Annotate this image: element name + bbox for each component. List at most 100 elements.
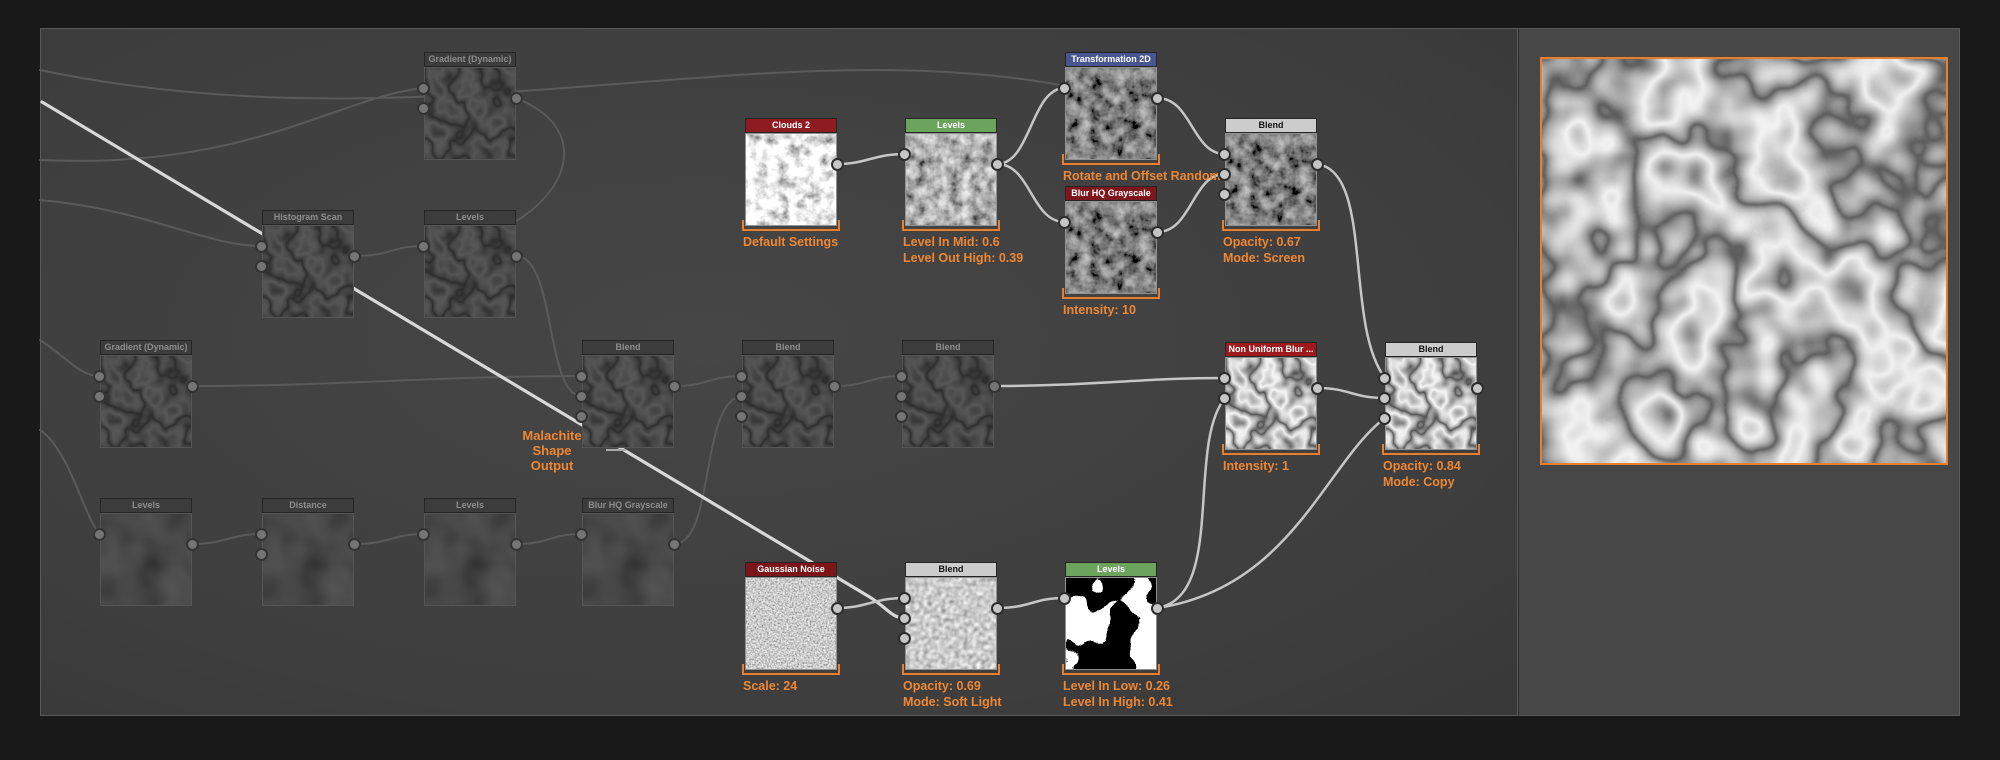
wire[interactable] <box>353 245 425 257</box>
input-port[interactable] <box>575 370 588 383</box>
input-port[interactable] <box>255 260 268 273</box>
wire[interactable] <box>835 596 907 610</box>
node-non-uniform-blur[interactable]: Non Uniform Blur ... Intensity: 1 <box>1218 342 1324 473</box>
output-port[interactable] <box>668 538 681 551</box>
wire[interactable] <box>515 255 583 397</box>
input-port[interactable] <box>735 370 748 383</box>
output-port[interactable] <box>1311 158 1324 171</box>
input-port[interactable] <box>417 240 430 253</box>
input-port[interactable] <box>1058 592 1071 605</box>
input-port[interactable] <box>575 528 588 541</box>
wire[interactable] <box>1155 396 1227 610</box>
input-port[interactable] <box>1218 148 1231 161</box>
wire[interactable] <box>995 162 1067 224</box>
output-port[interactable] <box>988 380 1001 393</box>
wire[interactable] <box>39 69 1061 100</box>
input-port[interactable] <box>1218 392 1231 405</box>
output-port[interactable] <box>828 380 841 393</box>
output-port[interactable] <box>1151 602 1164 615</box>
wire[interactable] <box>515 533 583 545</box>
wire[interactable] <box>673 395 743 545</box>
input-port[interactable] <box>898 592 911 605</box>
input-port[interactable] <box>93 390 106 403</box>
input-port[interactable] <box>93 528 106 541</box>
input-port[interactable] <box>895 370 908 383</box>
output-port[interactable] <box>668 380 681 393</box>
wire[interactable] <box>1315 386 1387 400</box>
wire[interactable] <box>992 376 1227 388</box>
wire[interactable] <box>673 375 743 387</box>
wire[interactable] <box>1155 172 1227 234</box>
input-port[interactable] <box>1378 372 1391 385</box>
wire[interactable] <box>191 533 263 545</box>
node-blend-dim-1[interactable]: Blend <box>575 340 681 448</box>
input-port[interactable] <box>1058 216 1071 229</box>
input-port[interactable] <box>898 632 911 645</box>
node-histogram-scan[interactable]: Histogram Scan <box>255 210 361 318</box>
wire[interactable] <box>1155 416 1387 610</box>
node-distance[interactable]: Distance <box>255 498 361 606</box>
wire[interactable] <box>191 375 583 387</box>
output-port[interactable] <box>991 602 1004 615</box>
output-port[interactable] <box>831 158 844 171</box>
node-transformation-2d[interactable]: Transformation 2D Rotate and Offset Rand… <box>1058 52 1231 183</box>
node-blur-hq-dim[interactable]: Blur HQ Grayscale <box>575 498 681 606</box>
output-port[interactable] <box>186 380 199 393</box>
node-levels-dim-top[interactable]: Levels <box>417 210 523 318</box>
input-port[interactable] <box>895 390 908 403</box>
wire[interactable] <box>353 533 425 545</box>
input-port[interactable] <box>417 102 430 115</box>
output-port[interactable] <box>1151 92 1164 105</box>
output-port[interactable] <box>1471 382 1484 395</box>
node-levels-dim-b1[interactable]: Levels <box>93 498 199 606</box>
wire[interactable] <box>39 429 101 535</box>
wire[interactable] <box>39 199 263 247</box>
input-port[interactable] <box>898 612 911 625</box>
output-port[interactable] <box>991 158 1004 171</box>
input-port[interactable] <box>1218 188 1231 201</box>
node-clouds-2[interactable]: Clouds 2 Default Settings <box>742 118 844 249</box>
input-port[interactable] <box>93 370 106 383</box>
input-port[interactable] <box>1218 168 1231 181</box>
wire[interactable] <box>833 375 903 387</box>
node-gradient-dynamic-top[interactable]: Gradient (Dynamic) <box>417 52 523 160</box>
output-port[interactable] <box>348 538 361 551</box>
node-blur-hq-main[interactable]: Blur HQ Grayscale Intensity: 10 <box>1058 186 1164 317</box>
wire[interactable] <box>39 87 425 162</box>
input-port[interactable] <box>1378 412 1391 425</box>
input-port[interactable] <box>1378 392 1391 405</box>
input-port[interactable] <box>1218 372 1231 385</box>
wire[interactable] <box>835 152 907 166</box>
input-port[interactable] <box>255 528 268 541</box>
input-port[interactable] <box>417 528 430 541</box>
node-gaussian-noise[interactable]: Gaussian Noise Scale: 24 <box>742 562 844 693</box>
output-port[interactable] <box>831 602 844 615</box>
input-port[interactable] <box>735 410 748 423</box>
output-port[interactable] <box>1311 382 1324 395</box>
wire[interactable] <box>1315 162 1387 380</box>
input-port[interactable] <box>575 390 588 403</box>
input-port[interactable] <box>575 410 588 423</box>
wire[interactable] <box>995 86 1067 166</box>
output-port[interactable] <box>348 250 361 263</box>
input-port[interactable] <box>255 240 268 253</box>
input-port[interactable] <box>255 548 268 561</box>
input-port[interactable] <box>1058 82 1071 95</box>
input-port[interactable] <box>417 82 430 95</box>
input-port[interactable] <box>735 390 748 403</box>
output-port[interactable] <box>186 538 199 551</box>
input-port[interactable] <box>898 148 911 161</box>
output-port[interactable] <box>510 250 523 263</box>
output-port[interactable] <box>1151 226 1164 239</box>
node-gradient-dynamic-mid[interactable]: Gradient (Dynamic) <box>93 340 199 448</box>
output-port[interactable] <box>510 92 523 105</box>
node-blend-dim-2[interactable]: Blend <box>735 340 841 448</box>
wire[interactable] <box>39 339 101 377</box>
wire[interactable] <box>995 596 1067 610</box>
output-port[interactable] <box>510 538 523 551</box>
